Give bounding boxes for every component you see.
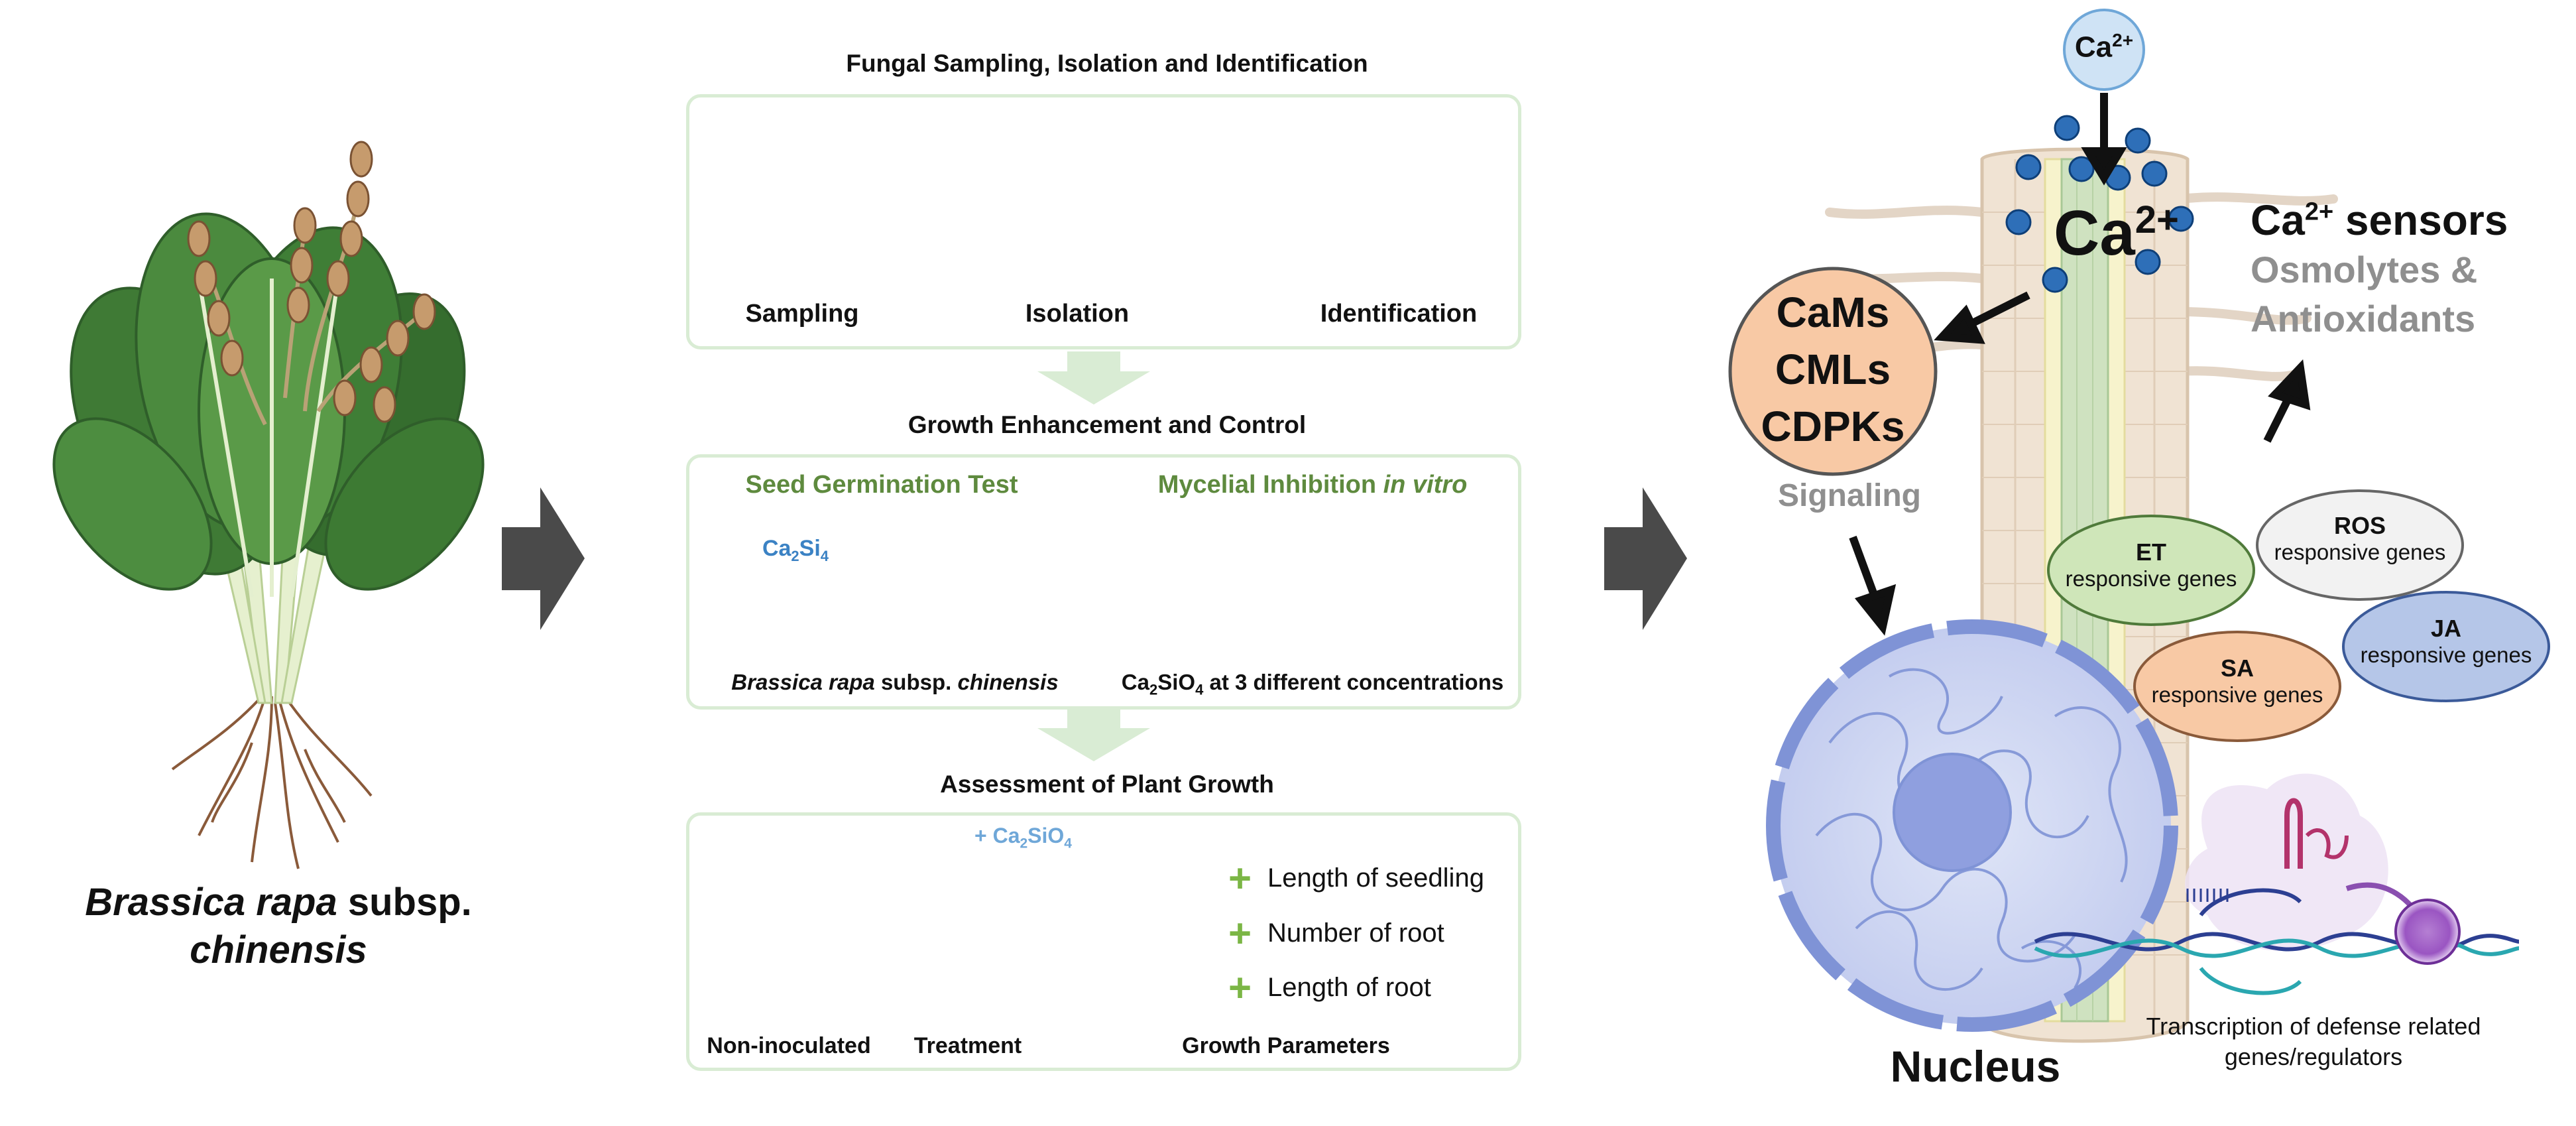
seed-caption: Brassica rapa subsp. chinensis	[703, 670, 1087, 695]
cam-list: CaMs CMLs CDPKs	[1730, 284, 1936, 455]
sensors-label: Ca2+ sensors	[2251, 196, 2555, 245]
cam-bubble	[1728, 267, 1938, 476]
plus-sub2: 4	[1064, 836, 1072, 851]
plant-species-italic: Brassica rapa	[85, 881, 337, 924]
gene-group-ja-name: JA	[2430, 615, 2462, 642]
plant-species-subsp: subsp.	[337, 881, 472, 924]
mycelial-heading-text: Mycelial Inhibition	[1157, 471, 1383, 499]
sensors-text: sensors	[2333, 196, 2508, 244]
sampling-title: Fungal Sampling, Isolation and Identific…	[846, 50, 1368, 77]
conc-rest: at 3 different concentrations	[1203, 670, 1504, 694]
mycelial-heading-italic: in vitro	[1383, 471, 1468, 499]
parameter-length-seedling: Length of seedling	[1267, 863, 1484, 893]
ca-ion-label: Ca2+	[2064, 30, 2144, 64]
pot-label-non-inoculated: Non-inoculated	[707, 1033, 871, 1058]
ca2si4-bubble-label: Ca2Si4	[752, 536, 839, 565]
mycelial-heading: Mycelial Inhibition in vitro	[1127, 471, 1498, 499]
ros-ellipse	[2256, 489, 2464, 601]
plus-ca: + Ca	[974, 824, 1020, 847]
ca-big-text: Ca	[2054, 198, 2135, 269]
ca2si4-ca: Ca	[762, 536, 791, 561]
transcription-line1: Transcription of defense related	[2146, 1013, 2481, 1040]
gene-group-ros-sub: responsive genes	[2274, 540, 2446, 564]
plus-casio4-label: + Ca2SiO4	[974, 824, 1120, 851]
gene-group-et: ET responsive genes	[2048, 538, 2254, 592]
gene-group-ros-name: ROS	[2333, 512, 2386, 539]
seed-test-heading: Seed Germination Test	[745, 471, 1018, 499]
assessment-panel	[686, 812, 1521, 1071]
ja-ellipse	[2342, 591, 2550, 702]
sa-ellipse	[2133, 631, 2341, 742]
plant-species-label: Brassica rapa subsp. chinensis	[46, 879, 510, 974]
cam-label-cdpks: CDPKs	[1761, 403, 1905, 450]
signaling-label: Signaling	[1778, 478, 1921, 513]
osmolytes-line1: Osmolytes &	[2251, 249, 2478, 290]
cam-label-cams: CaMs	[1776, 288, 1890, 336]
seed-caption-mid: subsp.	[874, 670, 958, 694]
plant-species-line2: chinensis	[190, 928, 367, 971]
concentration-caption: Ca2SiO4 at 3 different concentrations	[1114, 670, 1511, 699]
sensors-sup: 2+	[2304, 198, 2334, 226]
parameter-number-root: Number of root	[1267, 918, 1444, 948]
transcription-line2: genes/regulators	[2224, 1043, 2403, 1070]
growth-panel	[686, 454, 1521, 710]
ca2si4-si: Si	[799, 536, 821, 561]
ca-big-label: Ca2+	[2054, 187, 2186, 267]
osmolytes-line2: Antioxidants	[2251, 298, 2476, 340]
plus-icon: +	[1228, 911, 1252, 956]
calcium-ion-bubble	[2063, 9, 2145, 91]
ca2si4-sub2: 4	[820, 547, 829, 564]
plus-icon: +	[1228, 966, 1252, 1010]
gene-group-sa-name: SA	[2220, 655, 2254, 682]
gene-group-sa-sub: responsive genes	[2151, 682, 2323, 707]
calcium-ion-dots	[2005, 115, 2194, 293]
growth-title: Growth Enhancement and Control	[907, 411, 1307, 438]
transcription-complex	[2034, 773, 2520, 995]
growth-parameters-label: Growth Parameters	[1182, 1033, 1390, 1058]
pot-label-treatment: Treatment	[913, 1033, 1022, 1058]
gene-group-et-sub: responsive genes	[2065, 566, 2237, 591]
gene-group-sa: SA responsive genes	[2135, 655, 2340, 708]
osmolytes-label: Osmolytes & Antioxidants	[2251, 245, 2542, 344]
mechanism-arrows	[1849, 93, 2311, 636]
plus-sub1: 2	[1020, 836, 1028, 851]
seed-caption-italic: Brassica rapa	[731, 670, 875, 694]
flow-arrows	[502, 487, 1687, 630]
conc-sub2: 4	[1195, 681, 1204, 698]
gene-group-ja: JA responsive genes	[2343, 615, 2549, 668]
step-isolation-label: Isolation	[1025, 300, 1130, 328]
plus-sio: SiO	[1027, 824, 1065, 847]
ca2si4-sub1: 2	[791, 547, 799, 564]
parameter-length-root: Length of root	[1267, 973, 1431, 1002]
conc-ca: Ca	[1121, 670, 1149, 694]
nucleus-label: Nucleus	[1890, 1042, 2061, 1091]
cam-label-cmls: CMLs	[1775, 345, 1891, 393]
et-ellipse	[2047, 515, 2255, 626]
ca-big-sup: 2+	[2135, 198, 2179, 241]
seed-caption-italic2: chinensis	[957, 670, 1059, 694]
gene-group-ros: ROS responsive genes	[2257, 512, 2463, 565]
transcription-label: Transcription of defense related genes/r…	[2108, 1011, 2519, 1072]
conc-sub1: 2	[1149, 681, 1158, 698]
ca-ion-text: Ca	[2074, 31, 2113, 64]
plus-icon: +	[1228, 856, 1252, 901]
ca-ion-sup: 2+	[2112, 30, 2134, 50]
brassica-plant-illustration	[52, 141, 485, 869]
sampling-panel	[686, 94, 1521, 349]
panel-connector-arrows	[1037, 351, 1150, 761]
conc-sio: SiO	[1157, 670, 1196, 694]
gene-group-ja-sub: responsive genes	[2360, 643, 2532, 667]
gene-group-et-name: ET	[2135, 538, 2166, 566]
nucleus-illustration	[1766, 619, 2178, 1032]
sensors-ca: Ca	[2251, 196, 2305, 244]
step-sampling-label: Sampling	[745, 300, 859, 328]
assessment-title: Assessment of Plant Growth	[940, 771, 1274, 798]
step-identification-label: Identification	[1320, 300, 1478, 328]
